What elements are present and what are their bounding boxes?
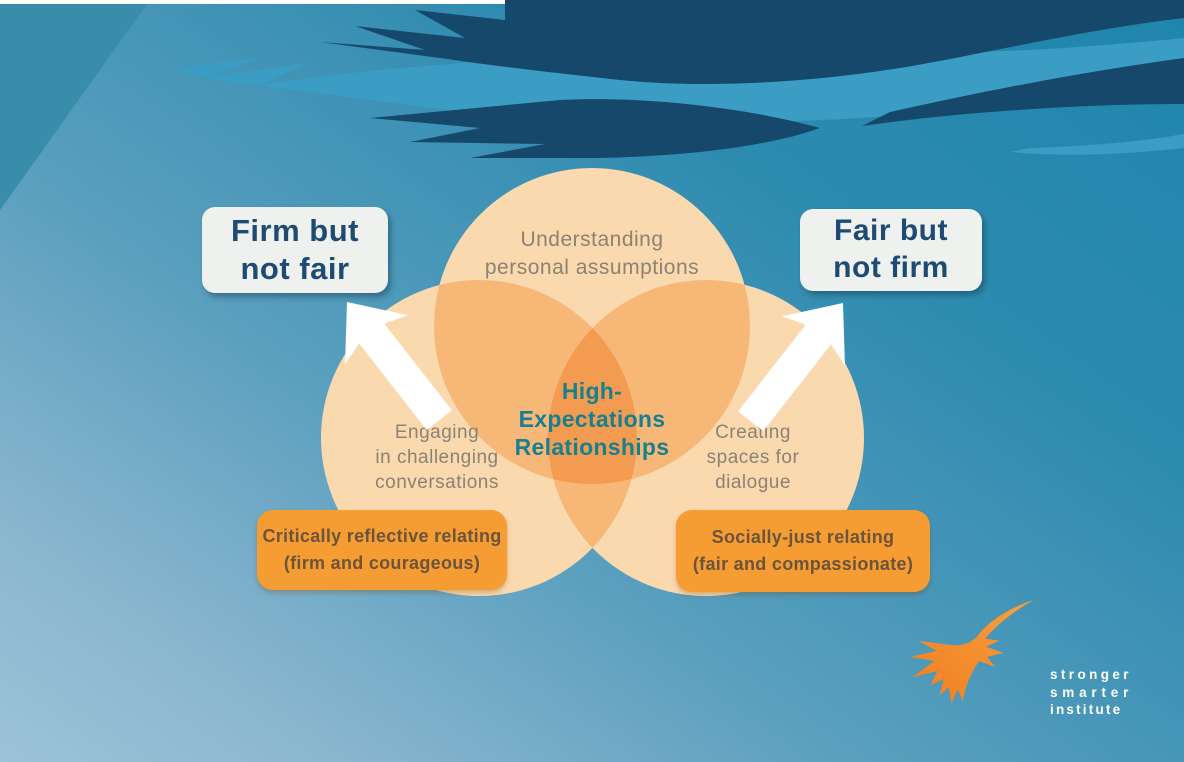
top-edge-strip: [0, 0, 545, 4]
venn-label-left: Engaging in challenging conversations: [375, 422, 499, 494]
callout-fair-not-firm: Fair but not firm: [800, 209, 982, 291]
brush-swoosh-icon: [175, 0, 1184, 158]
tag-socially-just: Socially-just relating (fair and compass…: [676, 510, 930, 592]
callout-firm-not-fair: Firm but not fair: [202, 207, 388, 293]
logo-line-stronger: stronger: [1050, 667, 1132, 682]
eagle-logo-icon: [910, 600, 1034, 704]
venn-center-label: High- Expectations Relationships: [514, 378, 670, 461]
logo-line-institute: institute: [1050, 702, 1123, 717]
logo-wordmark: stronger smarter institute: [1050, 666, 1158, 719]
venn-label-top: Understanding personal assumptions: [484, 228, 700, 279]
tag-critically-reflective: Critically reflective relating (firm and…: [257, 510, 507, 590]
venn-label-right: Creating spaces for dialogue: [706, 422, 800, 494]
logo-line-smarter: smarter: [1050, 684, 1134, 700]
